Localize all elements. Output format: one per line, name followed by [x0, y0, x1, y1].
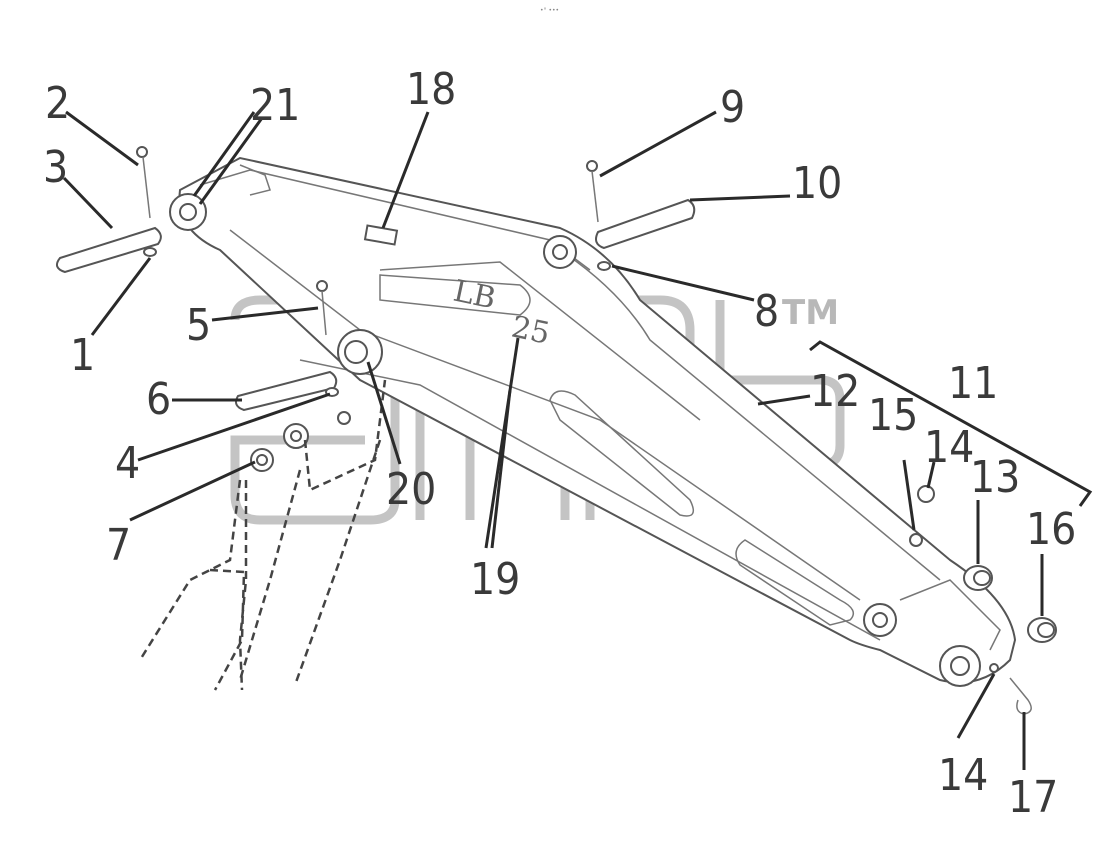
washer-1 [143, 247, 157, 257]
pin-3 [55, 226, 162, 274]
callout-5: 5 [186, 300, 211, 351]
callout-3: 3 [43, 142, 68, 193]
bushing-13 [963, 565, 993, 591]
callout-18: 18 [406, 64, 456, 115]
bolt-2 [136, 146, 151, 219]
nut-7 [250, 448, 274, 472]
callout-14-bottom: 14 [938, 750, 988, 801]
callout-21: 21 [250, 80, 300, 131]
callout-20: 20 [386, 464, 436, 515]
callout-9: 9 [720, 82, 745, 133]
callout-17: 17 [1008, 772, 1058, 823]
fitting-14-top [917, 485, 935, 503]
washer-8 [597, 261, 611, 271]
callout-16: 16 [1026, 504, 1076, 555]
callout-13: 13 [970, 452, 1020, 503]
callout-8: 8 [754, 286, 779, 337]
callout-14-top: 14 [924, 422, 974, 473]
callout-1: 1 [70, 330, 95, 381]
callout-6: 6 [146, 374, 171, 425]
callout-4: 4 [115, 438, 140, 489]
header-mark: •° ••• [540, 7, 559, 14]
callout-15: 15 [868, 390, 918, 441]
callout-7: 7 [106, 520, 131, 571]
boom-arm [169, 156, 1017, 687]
callout-12: 12 [810, 366, 860, 417]
bracket-4 [283, 411, 351, 449]
dashed-hoses [138, 379, 387, 691]
bolt-9 [586, 160, 599, 223]
callout-11: 11 [948, 358, 998, 409]
watermark-tm: TM [782, 293, 839, 333]
callouts: 1 2 3 4 5 6 7 8 9 10 11 12 13 14 14 15 1… [43, 64, 1076, 823]
callout-19: 19 [470, 554, 520, 605]
callout-10: 10 [792, 158, 842, 209]
clip-17 [1009, 677, 1032, 715]
bolt-5 [316, 280, 328, 336]
leader-lines [62, 110, 1093, 770]
pin-10 [595, 198, 696, 250]
callout-2: 2 [45, 78, 70, 129]
cast-label-line1: LB [450, 274, 498, 317]
pin-6 [235, 370, 338, 412]
bushing-16 [1027, 617, 1057, 643]
